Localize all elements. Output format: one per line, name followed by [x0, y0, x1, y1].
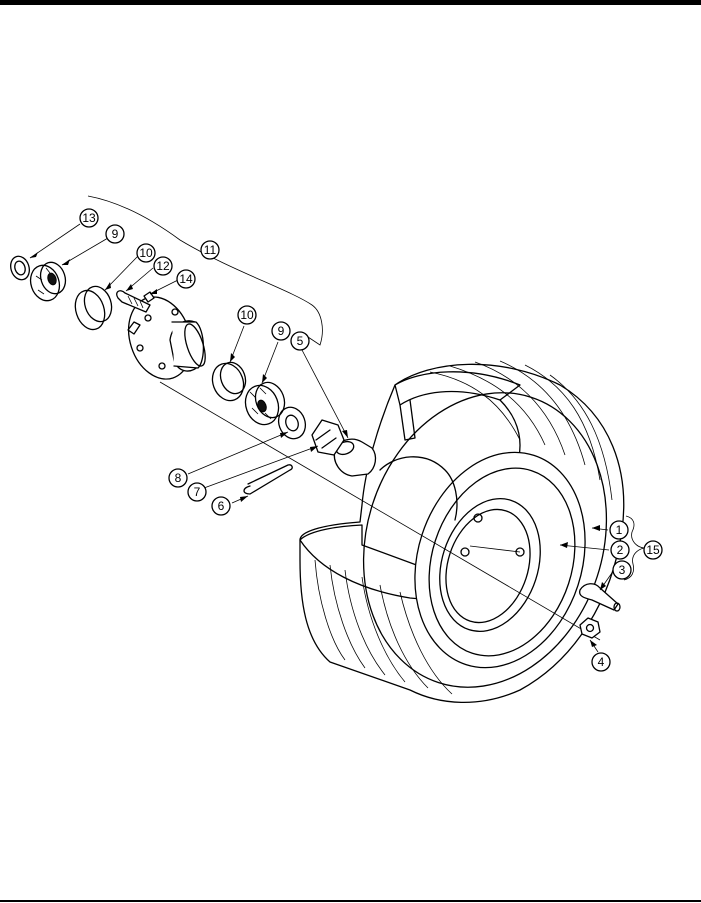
svg-text:12: 12	[156, 259, 170, 273]
svg-text:11: 11	[204, 243, 217, 257]
callout-15: 15	[643, 540, 663, 560]
callout-11: 11	[200, 240, 220, 260]
bearing-inner	[244, 381, 286, 426]
svg-text:9: 9	[278, 324, 285, 338]
svg-text:4: 4	[598, 655, 605, 669]
svg-text:9: 9	[112, 227, 119, 241]
svg-text:6: 6	[218, 499, 225, 513]
callout-13: 13	[79, 208, 99, 228]
callout-4: 4	[591, 652, 611, 672]
svg-text:2: 2	[617, 543, 624, 557]
bottom-rule	[0, 900, 701, 902]
hub-assembly-bracket	[87, 195, 323, 346]
callout-7: 7	[187, 482, 207, 502]
grease-fitting	[143, 291, 155, 303]
svg-text:5: 5	[297, 334, 304, 348]
svg-text:1: 1	[616, 523, 623, 537]
callout-9-outer: 9	[105, 224, 125, 244]
callout-14: 14	[176, 269, 196, 289]
wheel-bolt	[116, 290, 151, 313]
svg-text:13: 13	[82, 211, 96, 225]
bearing-outer	[29, 261, 67, 302]
callout-8: 8	[168, 468, 188, 488]
callout-3: 3	[612, 560, 632, 580]
grease-seal	[10, 255, 30, 281]
callout-2: 2	[610, 540, 630, 560]
callout-5: 5	[290, 331, 310, 351]
callout-10-inner: 10	[237, 305, 257, 325]
svg-text:7: 7	[194, 485, 201, 499]
rim	[379, 451, 586, 669]
svg-text:14: 14	[179, 272, 193, 286]
cotter-pin	[243, 464, 293, 495]
callout-1: 1	[609, 520, 629, 540]
leader-lines	[29, 223, 615, 653]
valve-stem	[578, 583, 621, 612]
bearing-cup-outer	[74, 285, 113, 331]
bearing-cup-inner	[211, 361, 247, 402]
hub	[127, 296, 206, 380]
callout-9-inner: 9	[271, 321, 291, 341]
svg-text:10: 10	[240, 308, 254, 322]
washer	[277, 406, 307, 440]
callout-6: 6	[211, 496, 231, 516]
svg-text:15: 15	[646, 543, 660, 557]
lug-nut	[579, 617, 601, 639]
castle-nut	[311, 419, 345, 456]
callout-12: 12	[153, 256, 173, 276]
top-rule	[0, 0, 701, 5]
svg-text:10: 10	[139, 246, 153, 260]
svg-text:8: 8	[175, 471, 182, 485]
callout-10-outer: 10	[136, 243, 156, 263]
svg-text:3: 3	[619, 563, 626, 577]
